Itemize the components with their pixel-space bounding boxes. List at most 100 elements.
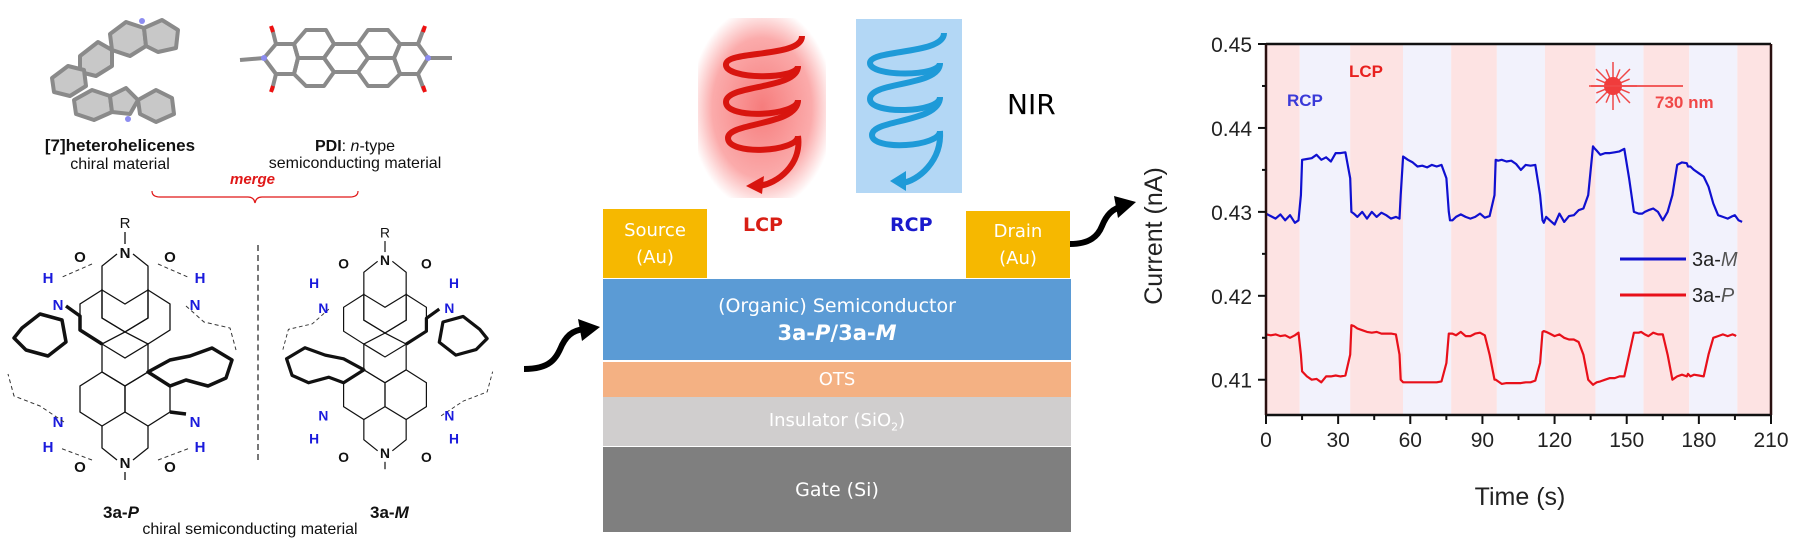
svg-text:O: O — [74, 459, 86, 476]
annotation-laser-wavelength: 730 nm — [1655, 93, 1714, 112]
y-tick-label: 0.42 — [1211, 286, 1252, 309]
merge-label: merge — [230, 171, 276, 188]
svg-text:O: O — [164, 249, 176, 266]
helicene-title: [7]heterohelicenes — [44, 136, 196, 155]
x-tick-label: 0 — [1260, 429, 1272, 452]
band-lcp — [1737, 44, 1771, 415]
drain-electrode: Drain (Au) — [966, 211, 1070, 278]
svg-text:N: N — [120, 455, 131, 472]
chemistry-panel: [7]heterohelicenes chiral material PDI: — [0, 0, 600, 545]
band-lcp — [1350, 44, 1404, 415]
band-lcp — [1266, 44, 1300, 415]
pdi-3d-model — [239, 25, 452, 93]
rcp-label: RCP — [890, 214, 933, 236]
legend-label-3a-m: 3a-M — [1692, 249, 1738, 271]
x-tick-label: 30 — [1326, 429, 1349, 452]
svg-text:N: N — [318, 301, 328, 316]
svg-text:H: H — [449, 276, 459, 291]
label-3a-p-prefix: 3a- — [103, 503, 128, 522]
laser-icon — [1589, 62, 1683, 110]
pdi-type-text: -type — [359, 138, 396, 155]
svg-text:H: H — [195, 439, 206, 456]
semiconductor-label: (Organic) Semiconductor — [718, 294, 956, 317]
svg-text:O: O — [421, 257, 432, 272]
annotation-lcp: LCP — [1349, 62, 1383, 81]
y-tick-label: 0.41 — [1211, 370, 1252, 393]
y-tick-label: 0.45 — [1211, 34, 1252, 57]
drain-material: (Au) — [999, 247, 1037, 269]
svg-text:N: N — [444, 301, 454, 316]
band-lcp — [1544, 44, 1596, 415]
label-3a-p: 3a-P — [103, 503, 139, 523]
pdi-title-bold: PDI — [314, 138, 342, 155]
x-axis-label: Time (s) — [1475, 483, 1566, 511]
svg-text:N: N — [190, 414, 201, 431]
arrow-to-device — [523, 319, 600, 372]
x-tick-label: 90 — [1471, 429, 1494, 452]
svg-text:R: R — [380, 225, 390, 240]
legend: 3a-M 3a-P — [1620, 249, 1738, 307]
label-3a-m: 3a-M — [370, 503, 409, 523]
helicene-subtitle: chiral material — [70, 156, 170, 173]
svg-text:N: N — [53, 414, 64, 431]
x-tick-label: 150 — [1609, 429, 1644, 452]
semiconductor-layer: (Organic) Semiconductor 3a-P/3a-M — [603, 279, 1071, 360]
pdi-subtitle: semiconducting material — [268, 155, 442, 172]
band-rcp — [1496, 44, 1545, 415]
helicene-3d-model — [50, 18, 180, 124]
ots-layer: OTS — [603, 362, 1071, 397]
svg-text:O: O — [338, 450, 349, 465]
molecule-3a-m — [282, 241, 494, 470]
svg-text:N: N — [53, 297, 64, 314]
label-3a-m-prefix: 3a- — [370, 503, 395, 522]
svg-text:H: H — [309, 431, 319, 446]
legend-label-3a-p: 3a-P — [1692, 285, 1735, 307]
x-tick-label: 210 — [1753, 429, 1788, 452]
svg-text:H: H — [309, 276, 319, 291]
label-3a-m-suffix: M — [394, 503, 409, 522]
gate-layer: Gate (Si) — [603, 447, 1071, 532]
svg-text:O: O — [421, 450, 432, 465]
nitrogen-atom — [139, 18, 145, 24]
series-line-3a-m — [1265, 145, 1743, 226]
svg-text:N: N — [120, 245, 131, 262]
gate-label: Gate (Si) — [795, 478, 879, 501]
svg-text:H: H — [43, 270, 54, 287]
molecule-3a-m-atoms: R N O O H H N N N N H H O N O — [309, 225, 459, 465]
y-axis-label: Current (nA) — [1140, 167, 1168, 305]
drain-label: Drain — [993, 220, 1043, 242]
device-panel: NIR Source (Au) Drain (Au) LCP RCP — [590, 0, 1136, 545]
y-tick-label: 0.43 — [1211, 202, 1252, 225]
lcp-helix-image — [698, 18, 826, 198]
svg-text:H: H — [449, 431, 459, 446]
annotation-rcp: RCP — [1287, 91, 1323, 110]
rcp-helix-icon — [866, 32, 947, 191]
lcp-helix-icon — [722, 35, 805, 194]
pdi-n-italic: n — [350, 138, 360, 155]
source-material: (Au) — [636, 246, 674, 268]
band-rcp — [1689, 44, 1738, 415]
pdi-title: PDI: n-type — [314, 138, 396, 155]
y-tick-label: 0.44 — [1211, 118, 1252, 141]
insulator-label: Insulator (SiO2) — [768, 409, 906, 434]
svg-text:O: O — [164, 459, 176, 476]
svg-text:N: N — [380, 446, 390, 461]
label-3a-p-suffix: P — [127, 503, 139, 522]
semiconductor-material: 3a-P/3a-M — [777, 320, 897, 345]
svg-text:N: N — [318, 408, 328, 423]
svg-text:N: N — [190, 297, 201, 314]
x-tick-label: 60 — [1399, 429, 1422, 452]
nir-label: NIR — [1007, 88, 1056, 121]
svg-text:H: H — [195, 270, 206, 287]
merge-brace — [151, 190, 359, 204]
insulator-layer: Insulator (SiO2) — [603, 397, 1071, 446]
series-line-3a-p — [1265, 324, 1737, 386]
svg-text:H: H — [43, 439, 54, 456]
source-label: Source — [624, 219, 686, 241]
x-tick-label: 120 — [1537, 429, 1572, 452]
mirror-plane-line — [257, 245, 259, 460]
x-tick-label: 180 — [1681, 429, 1716, 452]
band-rcp — [1403, 44, 1452, 415]
svg-text:N: N — [380, 253, 390, 268]
